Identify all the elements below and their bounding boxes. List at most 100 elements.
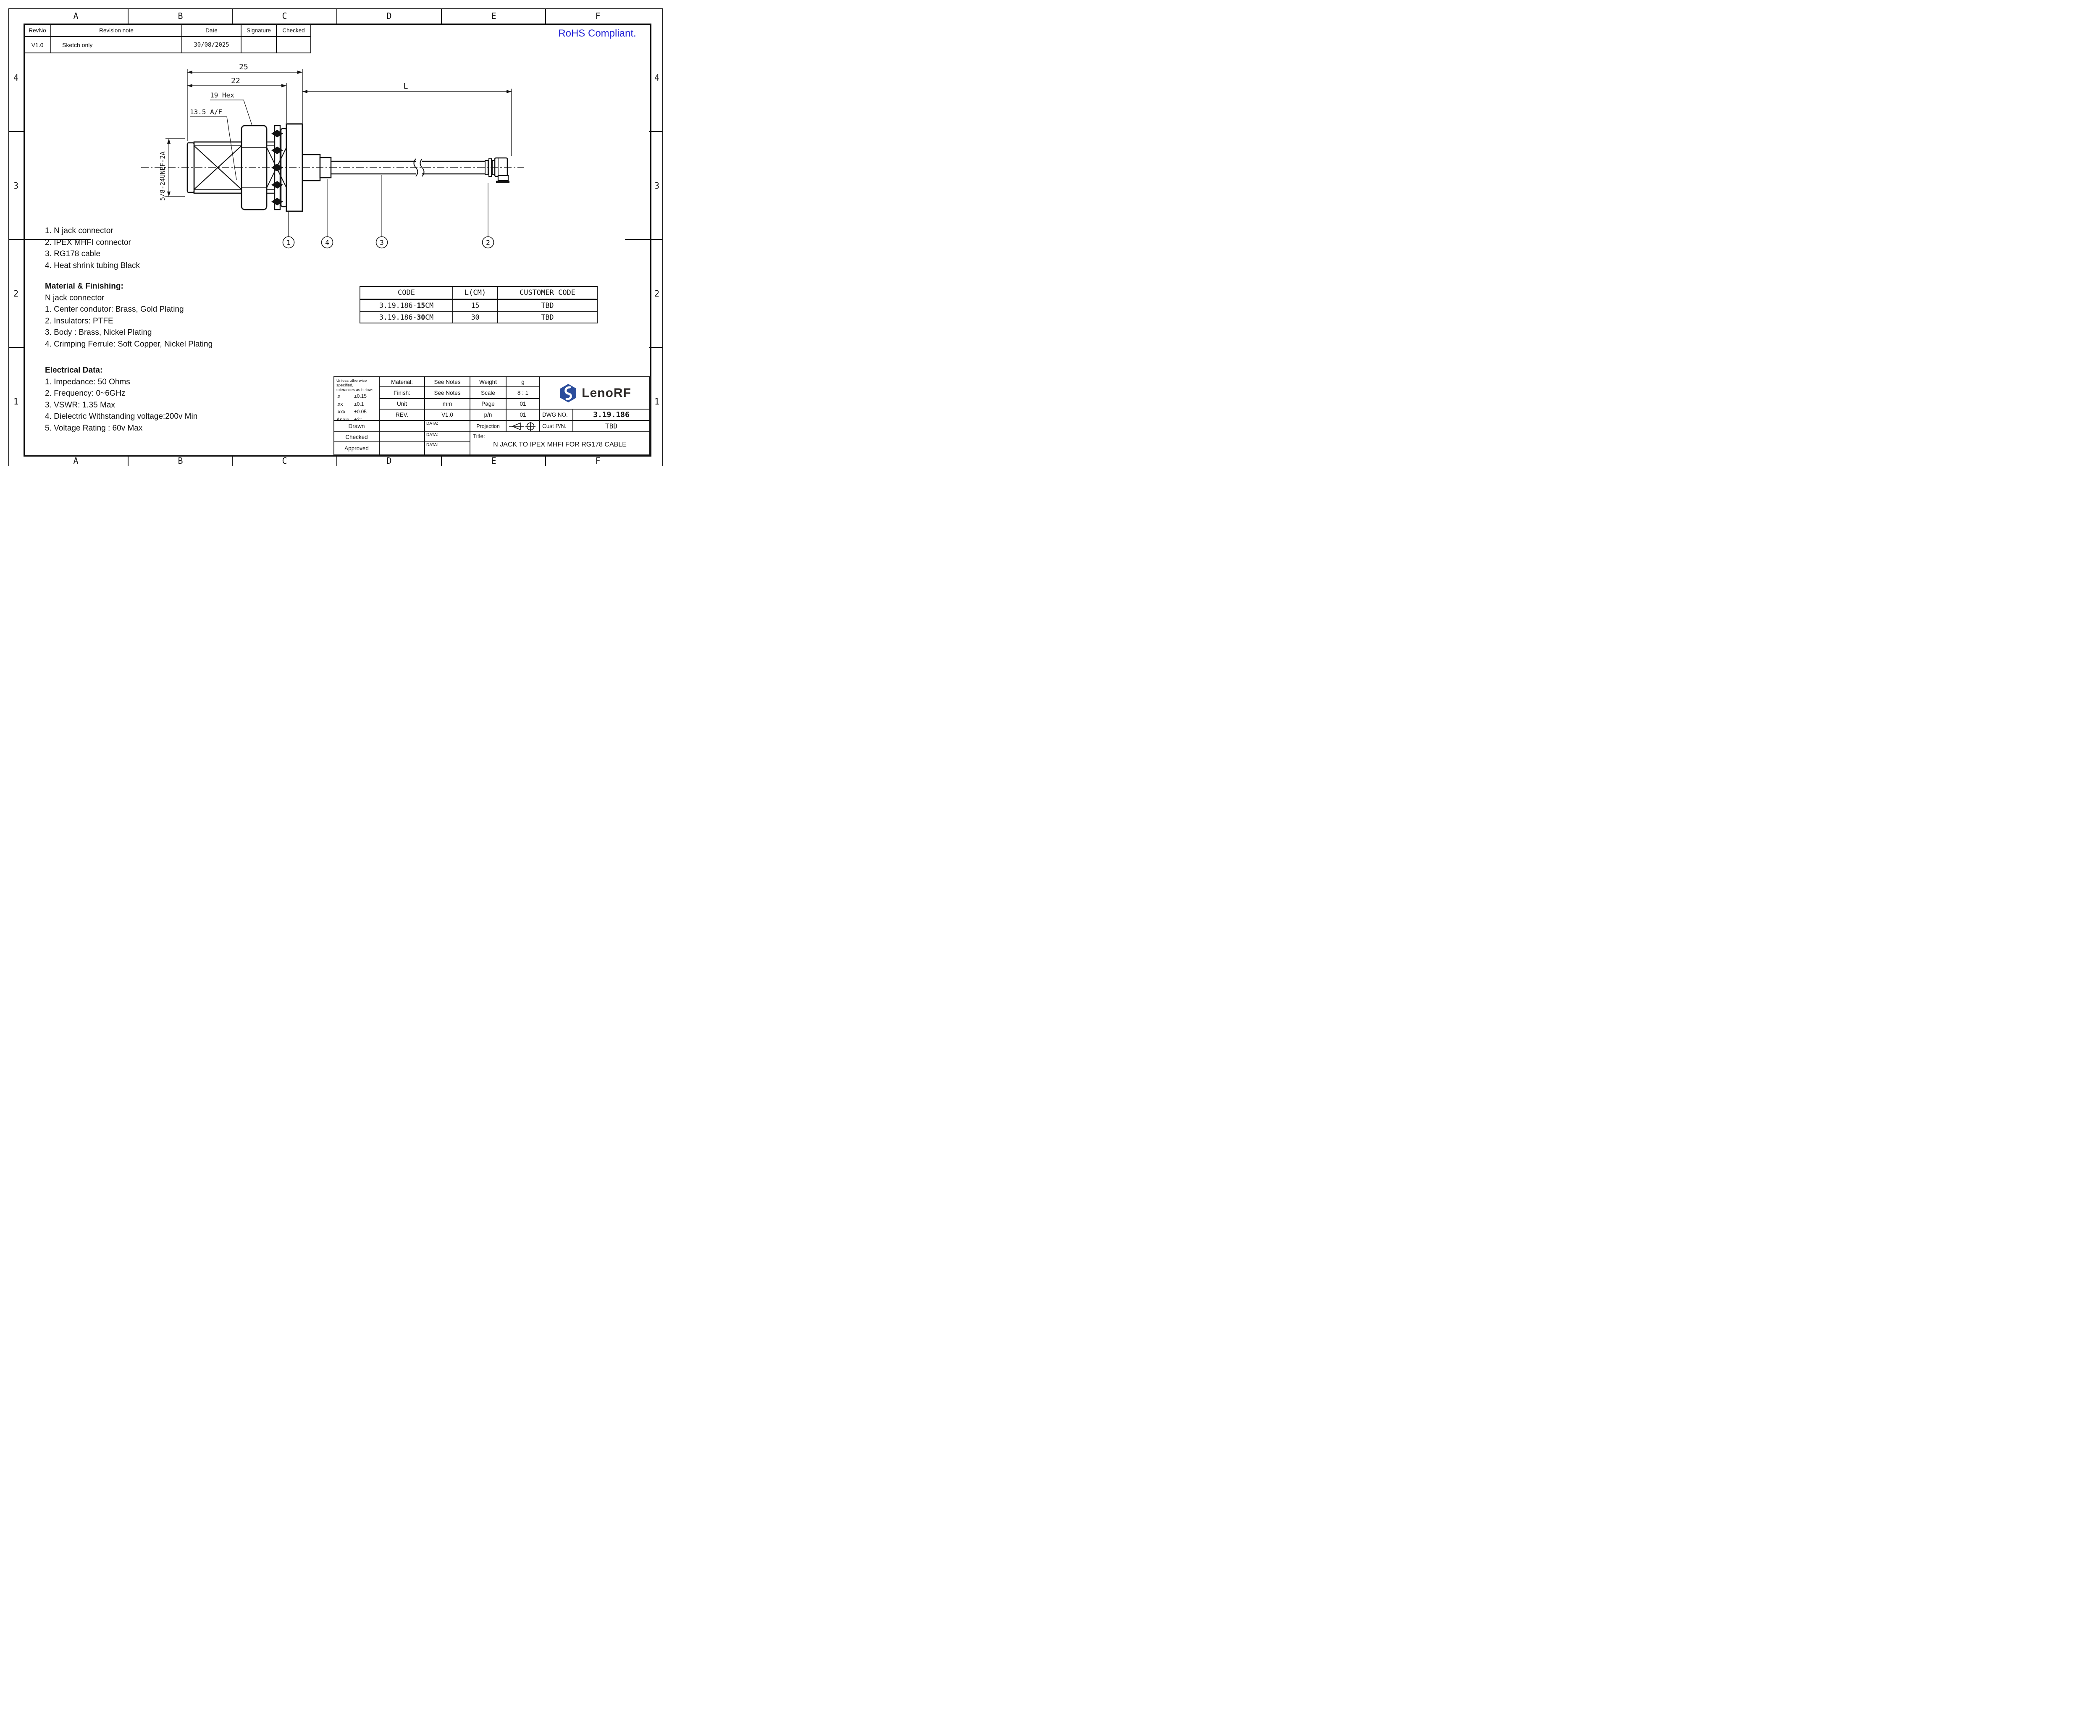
body-section-cross [194, 145, 242, 190]
balloon-1: 1 [286, 239, 291, 247]
rev-value-date: 30/08/2025 [181, 36, 242, 53]
tolerance-note: tolerances as below: [336, 388, 373, 392]
zone-row-left: 1 [13, 396, 19, 407]
zone-col-bottom: F [595, 456, 601, 466]
customer-code-value: TBD [497, 299, 598, 312]
checked-date-cell: DATA: [425, 432, 470, 441]
material-line: 2. Insulators: PTFE [45, 316, 113, 326]
tolerance-item: Angle:±2° [336, 416, 362, 420]
approved-date-cell: DATA: [425, 442, 470, 454]
zone-tick [232, 455, 233, 466]
drawn-signature-cell [380, 421, 424, 431]
code-header-customer: CUSTOMER CODE [497, 286, 598, 300]
rev-value-signature [241, 36, 277, 53]
code-row: 3.19.186-30CM 30 TBD [360, 311, 598, 323]
weight-value: g [507, 377, 539, 386]
zone-tick [128, 455, 129, 466]
sheet-outer-border [8, 8, 663, 466]
center-mark [625, 239, 649, 240]
zone-col-top: B [178, 11, 183, 21]
code-header-lcm: L(CM) [452, 286, 498, 300]
zone-row-left: 3 [13, 180, 19, 191]
dim-L-label: L [404, 82, 408, 91]
material-line: 4. Crimping Ferrule: Soft Copper, Nickel… [45, 339, 213, 349]
zone-col-top: A [73, 11, 79, 21]
material-finishing-block: Material & Finishing: N jack connector 1… [45, 281, 213, 350]
electrical-line: 4. Dielectric Withstanding voltage:200v … [45, 412, 198, 421]
page-label: Page [470, 399, 506, 409]
drawing-title: N JACK TO IPEX MHFI FOR RG178 CABLE [493, 441, 627, 448]
tolerance-item: .xxx±0.05 [336, 409, 367, 415]
checked-signature-cell [380, 432, 424, 441]
rev-header-date: Date [181, 24, 242, 37]
connector-drawing: 25 22 L 19 Hex 13.5 A/F 5/8-24UNEF-2A 1 … [141, 63, 524, 249]
zone-tick [8, 131, 24, 132]
pn-value: 01 [507, 410, 539, 420]
zone-col-top: F [595, 11, 601, 21]
material-line: 3. Body : Brass, Nickel Plating [45, 328, 152, 337]
rev-header-checked: Checked [276, 24, 311, 37]
rev-value-note: Sketch only [50, 36, 182, 53]
material-line: N jack connector [45, 293, 105, 302]
dimension-arrowheads [167, 71, 512, 197]
af-callout-label: 13.5 A/F [190, 108, 222, 116]
tolerance-note: Unless otherwise specified, [336, 378, 367, 388]
note-line: 1. N jack connector [45, 226, 113, 235]
customer-code-value: TBD [497, 311, 598, 323]
scale-label: Scale [470, 387, 506, 398]
note-line: 3. RG178 cable [45, 250, 101, 258]
drawing-sheet: A B C D E F A B C D E F 4 3 2 1 4 3 2 1 … [0, 0, 672, 475]
zone-tick [8, 347, 24, 348]
note-line: 4. Heat shrink tubing Black [45, 261, 140, 270]
zone-col-bottom: E [491, 456, 496, 466]
zone-row-right: 2 [654, 288, 660, 299]
material-label: Material: [380, 377, 424, 386]
pn-label: p/n [470, 410, 506, 420]
thread-spec-label: 5/8-24UNEF-2A [159, 152, 166, 201]
lenorf-logo-icon [560, 383, 577, 402]
parts-notes: 1. N jack connector 2. IPEX MHFI connect… [45, 225, 140, 271]
thread-relief-lines [194, 145, 286, 190]
zone-tick [336, 455, 337, 466]
zone-col-top: E [491, 11, 496, 21]
tolerance-item: .xx±0.1 [336, 401, 364, 407]
lenorf-logo-text: LenoRF [582, 386, 631, 400]
electrical-line: 1. Impedance: 50 Ohms [45, 377, 130, 386]
code-header-code: CODE [360, 286, 453, 300]
electrical-data-heading: Electrical Data: [45, 366, 103, 375]
code-row: 3.19.186-15CM 15 TBD [360, 299, 598, 312]
dwg-no-value: 3.19.186 [573, 410, 649, 420]
code-header-row: CODE L(CM) CUSTOMER CODE [360, 286, 598, 300]
drawn-date-cell: DATA: [425, 421, 470, 431]
lcm-value: 30 [452, 311, 498, 323]
lcm-value: 15 [452, 299, 498, 312]
balloon-4: 4 [325, 239, 329, 247]
note-line: 2. IPEX MHFI connector [45, 238, 131, 247]
dwg-no-label: DWG NO. [540, 410, 572, 420]
rev-header-signature: Signature [241, 24, 277, 37]
code-value: 3.19.186-15CM [360, 299, 453, 312]
projection-symbol [507, 421, 539, 431]
rev-header-revno: RevNo [24, 24, 51, 37]
title-label: Title: [473, 433, 485, 439]
zone-tick [649, 347, 663, 348]
center-mark [24, 239, 91, 240]
material-finishing-heading: Material & Finishing: [45, 282, 123, 291]
revision-table: RevNo Revision note Date Signature Check… [24, 24, 311, 53]
electrical-line: 5. Voltage Rating : 60v Max [45, 423, 143, 433]
cable [331, 160, 485, 175]
company-logo: LenoRF [540, 377, 649, 409]
electrical-line: 2. Frequency: 0~6GHz [45, 389, 126, 398]
hex-callout-label: 19 Hex [210, 91, 234, 99]
balloon-leaders [288, 175, 488, 236]
zone-tick [336, 8, 337, 24]
material-value: See Notes [425, 377, 470, 386]
third-angle-projection-icon [509, 421, 536, 431]
zone-tick [8, 239, 24, 240]
zone-row-left: 4 [13, 72, 19, 83]
rev-value-checked [276, 36, 311, 53]
approved-signature-cell [380, 442, 424, 454]
balloons [282, 236, 494, 249]
tolerance-box: Unless otherwise specified, tolerances a… [334, 377, 379, 420]
dim-22-label: 22 [231, 76, 240, 85]
